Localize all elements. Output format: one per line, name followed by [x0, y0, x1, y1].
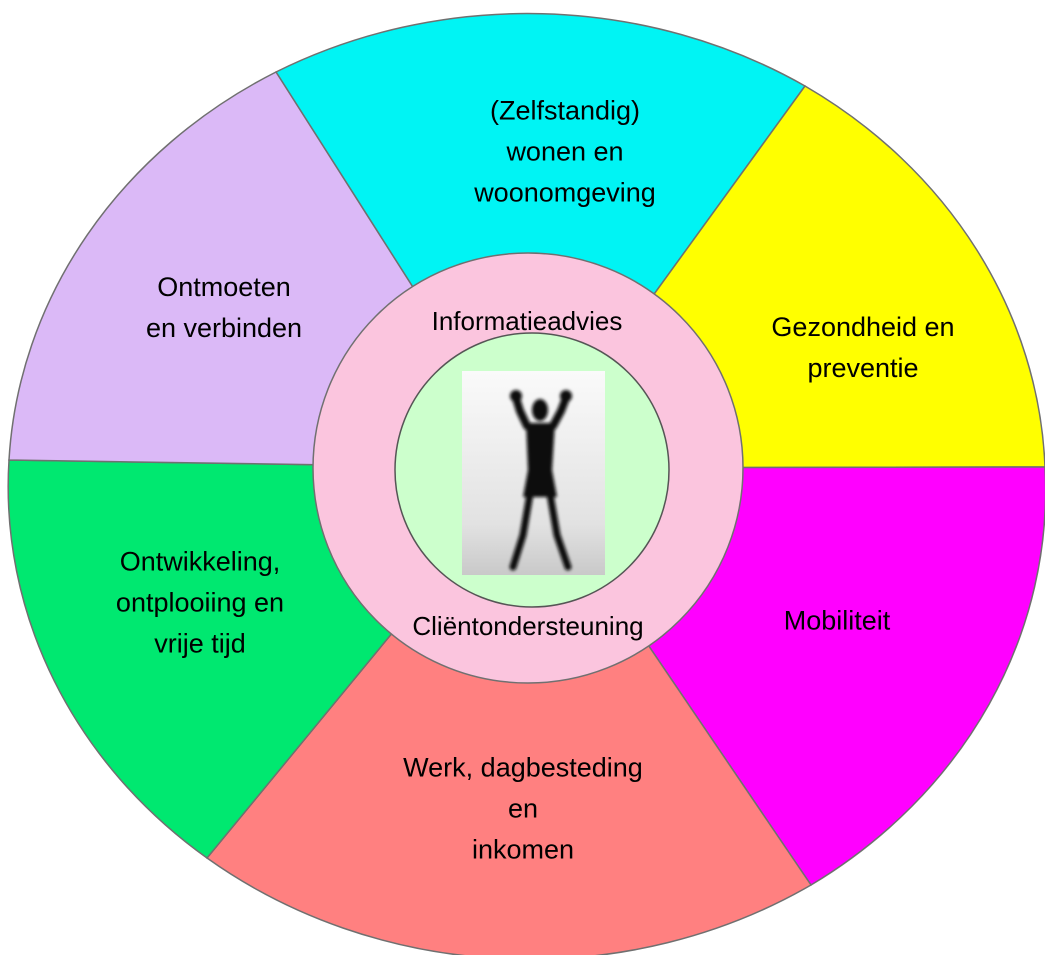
segment-label-wonen: (Zelfstandig) wonen en woonomgeving: [474, 91, 656, 214]
segment-label-mobiliteit: Mobiliteit: [784, 601, 891, 642]
segment-label-line: Mobiliteit: [783, 605, 891, 636]
segment-label-line: Ontmoeten: [157, 272, 291, 302]
segment-label-line: vrije tijd: [154, 628, 246, 659]
segment-werk: [205, 466, 813, 955]
segment-label-line: preventie: [807, 353, 919, 383]
segment-label-line: woonomgeving: [474, 177, 656, 208]
segment-label-werk: Werk, dagbesteding en inkomen: [403, 748, 643, 871]
segment-label-line: en: [507, 793, 539, 824]
segment-label-line: en verbinden: [145, 313, 303, 343]
segment-label-line: inkomen: [471, 834, 575, 865]
segment-label-line: wonen en: [506, 136, 624, 167]
segment-label-ontwikkeling: Ontwikkeling, ontplooiing en vrije tijd: [116, 542, 284, 665]
segment-label-line: Werk, dagbesteding: [403, 752, 643, 783]
segment-label-gezondheid: Gezondheid en preventie: [771, 307, 954, 389]
information-advice-label: Informatieadvies: [431, 306, 623, 336]
segment-label-line: Ontwikkeling,: [119, 546, 281, 577]
person-silhouette-icon: [462, 371, 605, 575]
segment-label-ontmoeten: Ontmoeten en verbinden: [146, 267, 302, 349]
segment-label-line: ontplooiing en: [115, 587, 285, 618]
segment-label-line: (Zelfstandig): [489, 95, 641, 126]
segment-wonen: [274, 12, 807, 470]
segment-label-line: Gezondheid en: [771, 312, 955, 342]
client-support-label: Cliëntondersteuning: [412, 611, 644, 641]
